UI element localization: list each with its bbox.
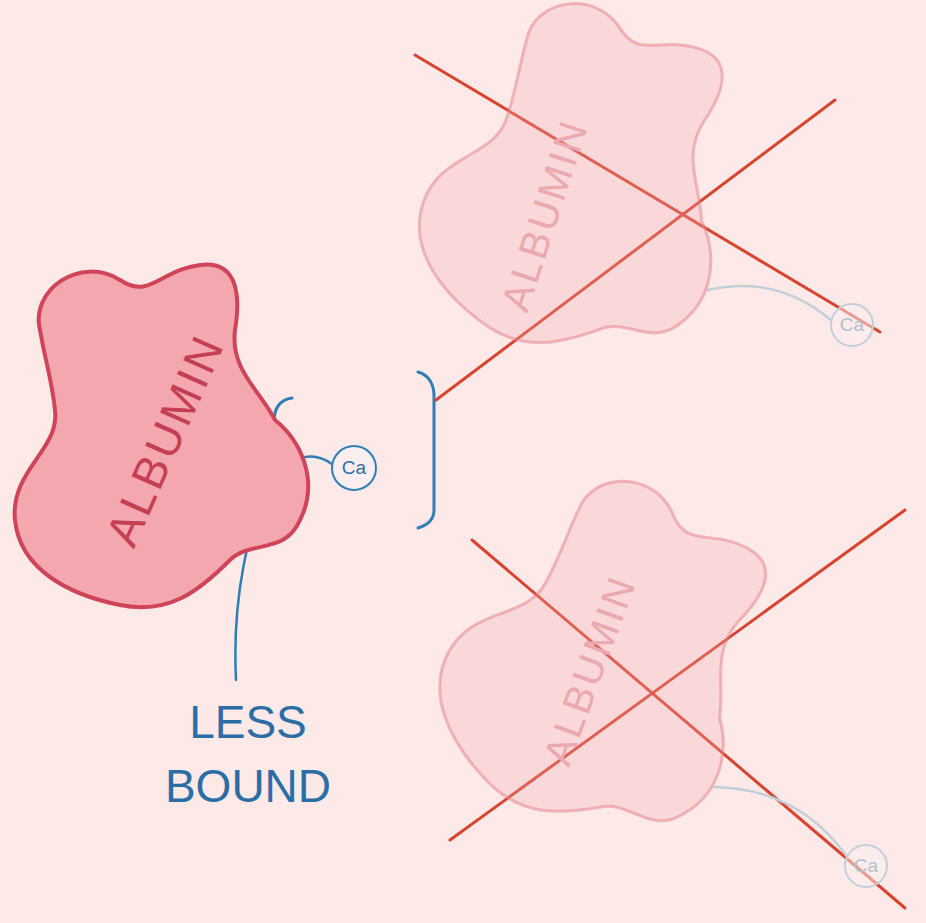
albumin-body: [399, 441, 836, 890]
albumin-shape: ALBUMIN: [445, 10, 755, 370]
albumin-body: [386, 0, 797, 404]
ion-label: Ca: [854, 855, 878, 877]
albumin-shape: ALBUMIN: [470, 490, 780, 850]
calcium-ion: Ca: [844, 844, 888, 888]
bracket-right: [418, 372, 434, 528]
binding-link: [714, 787, 846, 856]
ion-label: Ca: [840, 314, 864, 336]
albumin-body: [15, 265, 309, 608]
albumin-shape: ALBUMIN: [15, 255, 325, 615]
calcium-ion: Ca: [331, 445, 377, 491]
callout-label: LESS BOUND: [148, 690, 348, 818]
albumin-outline: [383, 0, 816, 419]
calcium-ion: Ca: [830, 303, 874, 347]
ion-label: Ca: [342, 457, 366, 479]
albumin-outline: [395, 434, 855, 907]
binding-link: [708, 286, 831, 320]
